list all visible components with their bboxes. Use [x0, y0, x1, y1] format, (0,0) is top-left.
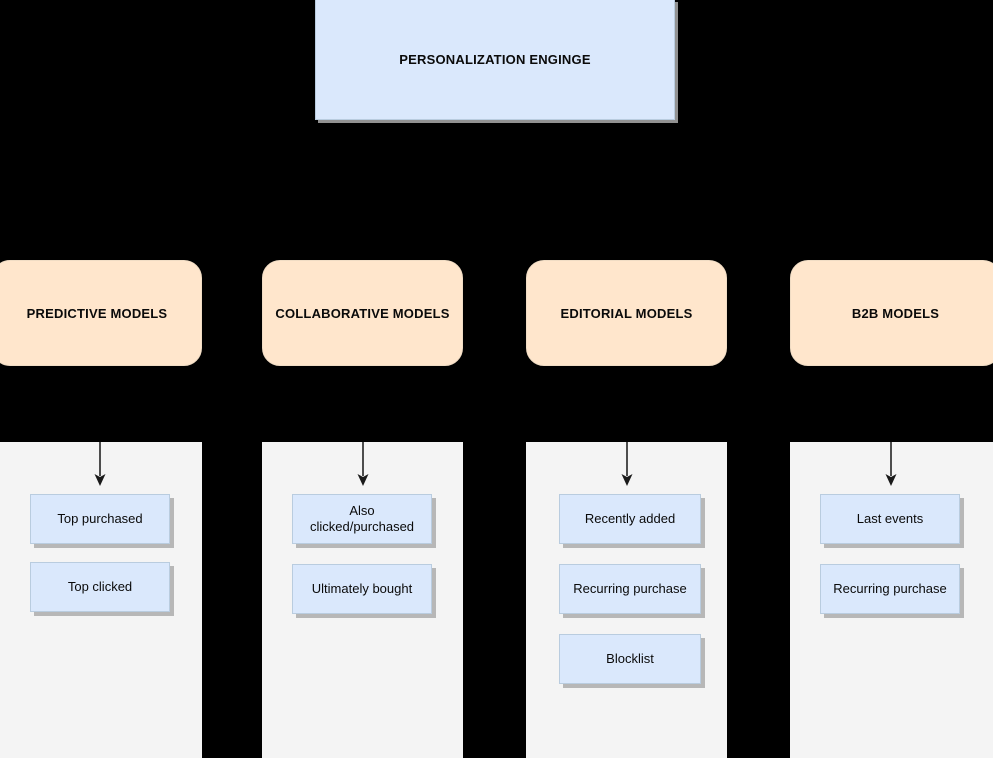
connector-arrow-down-icon	[357, 442, 369, 486]
node-category-editorial-models[interactable]: EDITORIAL MODELS	[526, 260, 727, 366]
node-category-b2b-models[interactable]: B2B MODELS	[790, 260, 993, 366]
node-item-recently-added[interactable]: Recently added	[559, 494, 701, 544]
node-personalization-engine[interactable]: PERSONALIZATION ENGINGE	[315, 0, 675, 120]
node-item-recurring-purchase[interactable]: Recurring purchase	[559, 564, 701, 614]
node-item-label: Last events	[856, 510, 924, 526]
node-item-top-purchased[interactable]: Top purchased	[30, 494, 170, 544]
node-category-label: COLLABORATIVE MODELS	[275, 305, 450, 321]
node-item-label: Ultimately bought	[311, 580, 413, 596]
node-category-label: PREDICTIVE MODELS	[26, 305, 168, 321]
connector-arrow-down-icon	[885, 442, 897, 486]
node-item-recurring-purchase[interactable]: Recurring purchase	[820, 564, 960, 614]
node-category-collaborative-models[interactable]: COLLABORATIVE MODELS	[262, 260, 463, 366]
node-item-blocklist[interactable]: Blocklist	[559, 634, 701, 684]
connector-arrow-down-icon	[621, 442, 633, 486]
node-personalization-engine-label: PERSONALIZATION ENGINGE	[399, 52, 591, 67]
node-category-label: EDITORIAL MODELS	[560, 305, 693, 321]
node-item-label: Blocklist	[606, 650, 654, 666]
node-item-top-clicked[interactable]: Top clicked	[30, 562, 170, 612]
node-item-label: Also clicked/purchased	[309, 502, 415, 534]
node-item-label: Top purchased	[57, 510, 143, 526]
node-category-predictive-models[interactable]: PREDICTIVE MODELS	[0, 260, 202, 366]
node-item-label: Recurring purchase	[833, 580, 947, 596]
node-item-label: Top clicked	[67, 578, 133, 594]
node-item-also-clicked-purchased[interactable]: Also clicked/purchased	[292, 494, 432, 544]
node-item-last-events[interactable]: Last events	[820, 494, 960, 544]
node-item-label: Recurring purchase	[573, 580, 687, 596]
connector-arrow-down-icon	[94, 442, 106, 486]
node-item-label: Recently added	[584, 510, 676, 526]
node-item-ultimately-bought[interactable]: Ultimately bought	[292, 564, 432, 614]
node-category-label: B2B MODELS	[851, 305, 940, 321]
